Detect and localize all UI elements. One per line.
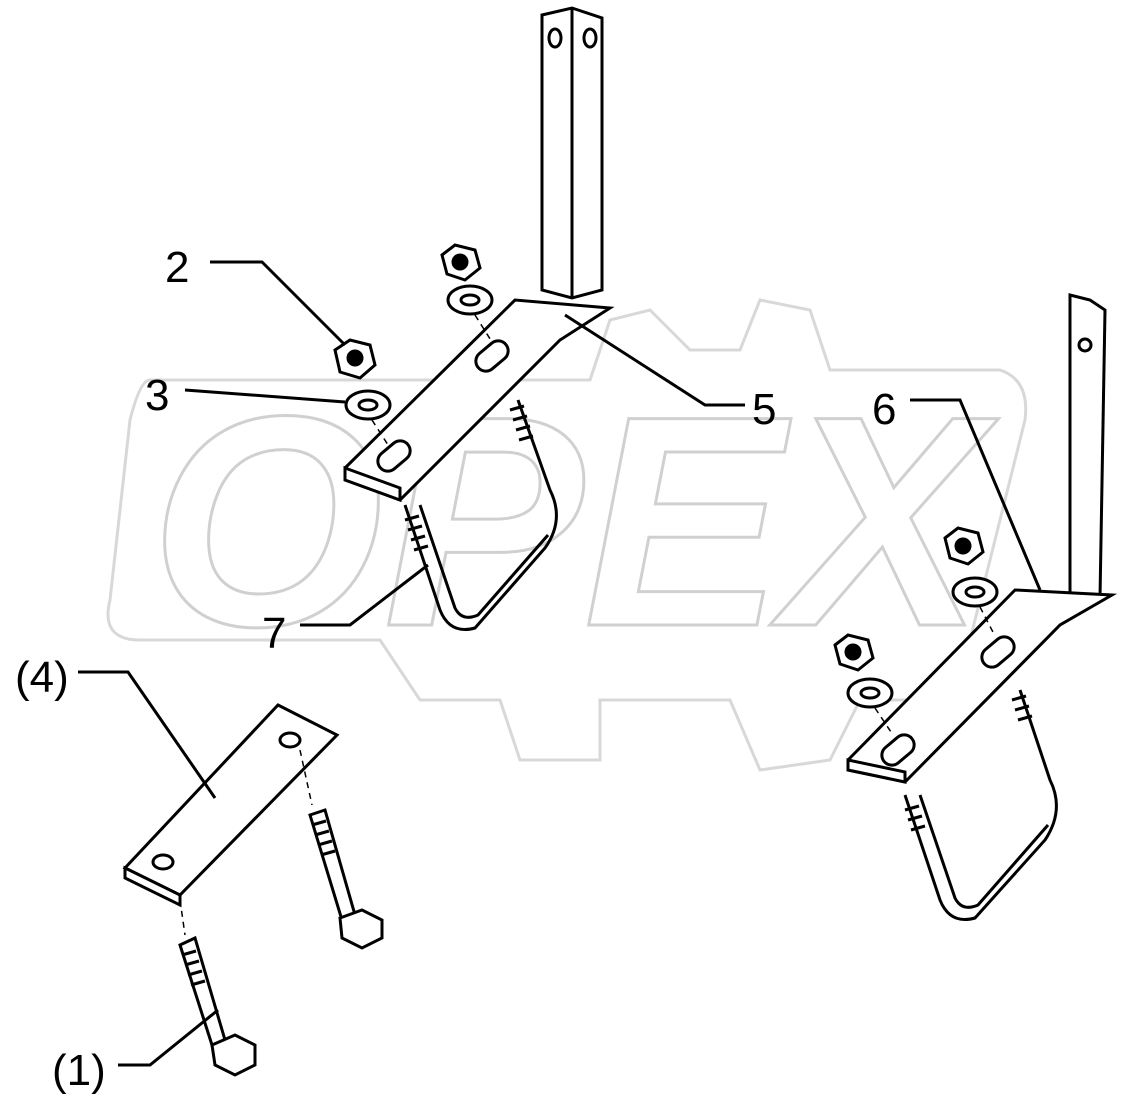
leader-7 bbox=[300, 563, 429, 627]
watermark-text: OPEX bbox=[150, 353, 999, 689]
callout-2: 2 bbox=[165, 243, 189, 292]
leader-5 bbox=[564, 313, 745, 407]
bolt-left bbox=[178, 935, 257, 1077]
washer-right-2 bbox=[846, 677, 894, 709]
clamp-plate bbox=[122, 703, 340, 908]
callout-7: 7 bbox=[262, 609, 286, 658]
washer-left-2 bbox=[446, 284, 494, 316]
upright-bar-right bbox=[1068, 293, 1107, 607]
u-bolt-right bbox=[903, 689, 1058, 921]
leader-2 bbox=[210, 260, 347, 347]
upright-bar-left bbox=[540, 6, 604, 300]
callout-5: 5 bbox=[752, 385, 776, 434]
nut-left-1 bbox=[333, 338, 377, 380]
callout-6: 6 bbox=[872, 385, 896, 434]
callout-4: (4) bbox=[15, 653, 69, 702]
leader-1 bbox=[118, 1008, 219, 1067]
watermark: OPEX bbox=[106, 298, 1028, 772]
leader-6 bbox=[910, 398, 1042, 591]
bracket-plate-left bbox=[343, 298, 615, 503]
callout-3: 3 bbox=[145, 371, 169, 420]
callout-1: (1) bbox=[52, 1046, 106, 1095]
nut-right-2 bbox=[833, 633, 875, 672]
alignment-lines bbox=[179, 314, 996, 936]
u-bolt-left bbox=[403, 399, 558, 631]
leader-3 bbox=[184, 388, 346, 404]
bolt-right bbox=[308, 808, 384, 950]
washer-right-1 bbox=[951, 576, 999, 608]
nut-left-2 bbox=[440, 243, 482, 282]
leader-4 bbox=[78, 670, 217, 799]
washer-left-1 bbox=[344, 389, 392, 421]
nut-right-1 bbox=[943, 526, 985, 566]
bracket-plate-right bbox=[846, 588, 1118, 784]
callouts: 2 3 5 6 7 (4) (1) bbox=[15, 243, 896, 1095]
leader-lines bbox=[78, 260, 1042, 1067]
